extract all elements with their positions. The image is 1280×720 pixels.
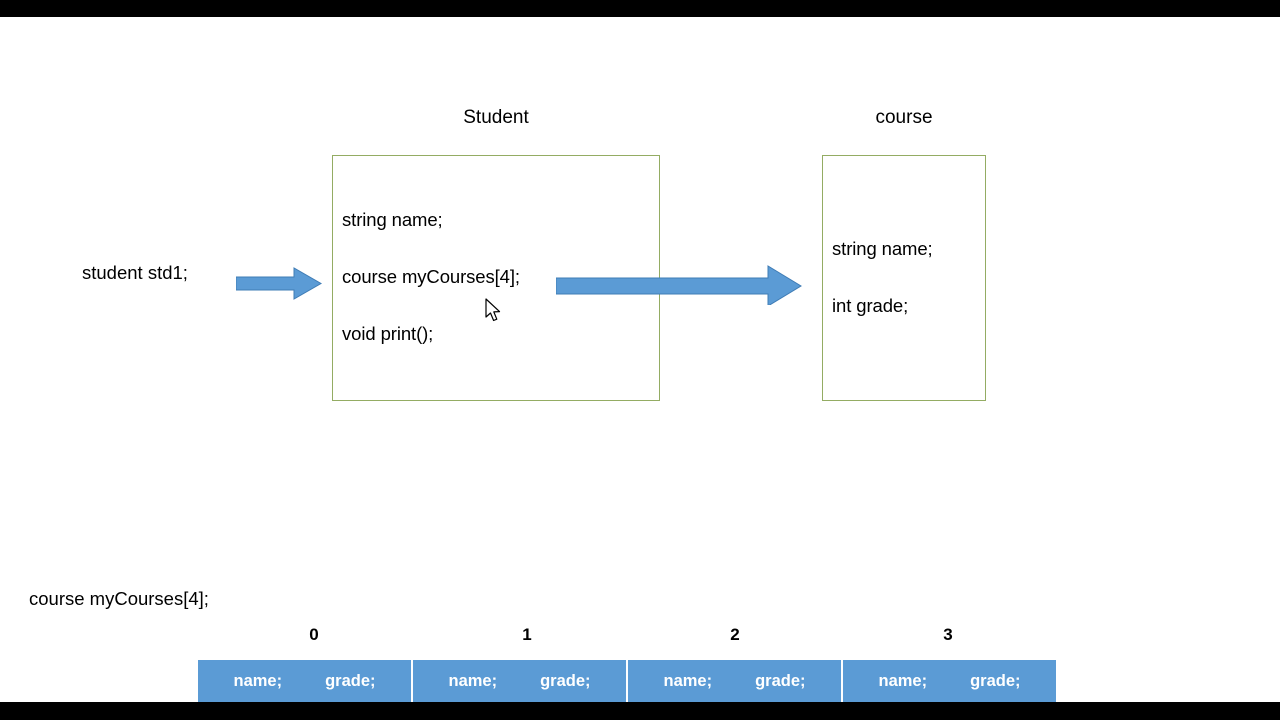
association-arrow-icon	[556, 265, 802, 305]
course-member-string-name: string name;	[832, 238, 933, 259]
array-cell-2-field-name: name;	[663, 671, 713, 690]
array-cell-1: name; grade;	[413, 660, 628, 702]
array-index-3: 3	[943, 625, 953, 644]
array-index-0: 0	[309, 625, 319, 644]
array-index-1: 1	[522, 625, 532, 644]
student-member-string-name: string name;	[342, 209, 443, 230]
array-index-2: 2	[730, 625, 740, 644]
array-cell-0-field-name: name;	[233, 671, 283, 690]
student-member-course-mycourses: course myCourses[4];	[342, 266, 520, 287]
array-cell-0: name; grade;	[198, 660, 413, 702]
student-class-title: Student	[463, 107, 529, 128]
array-cell-2: name; grade;	[628, 660, 843, 702]
array-declaration-label: course myCourses[4];	[29, 588, 209, 609]
letterbox-top-bar	[0, 0, 1280, 17]
course-member-int-grade: int grade;	[832, 295, 909, 316]
instance-arrow-icon	[236, 267, 322, 300]
array-cell-1-field-grade: grade;	[540, 671, 591, 690]
instance-declaration-label: student std1;	[82, 262, 188, 283]
course-class-box	[822, 155, 986, 401]
array-cell-3-field-name: name;	[878, 671, 928, 690]
slide-canvas: Student course string name; course myCou…	[0, 17, 1280, 702]
course-class-title: course	[875, 107, 933, 128]
letterbox-bottom-bar	[0, 702, 1280, 720]
array-table: name; grade; name; grade; name; grade; n…	[198, 660, 1056, 702]
array-cell-3-field-grade: grade;	[970, 671, 1021, 690]
array-cell-1-field-name: name;	[448, 671, 498, 690]
array-cell-3: name; grade;	[843, 660, 1056, 702]
student-member-void-print: void print();	[342, 323, 434, 344]
array-cell-2-field-grade: grade;	[755, 671, 806, 690]
array-cell-0-field-grade: grade;	[325, 671, 376, 690]
